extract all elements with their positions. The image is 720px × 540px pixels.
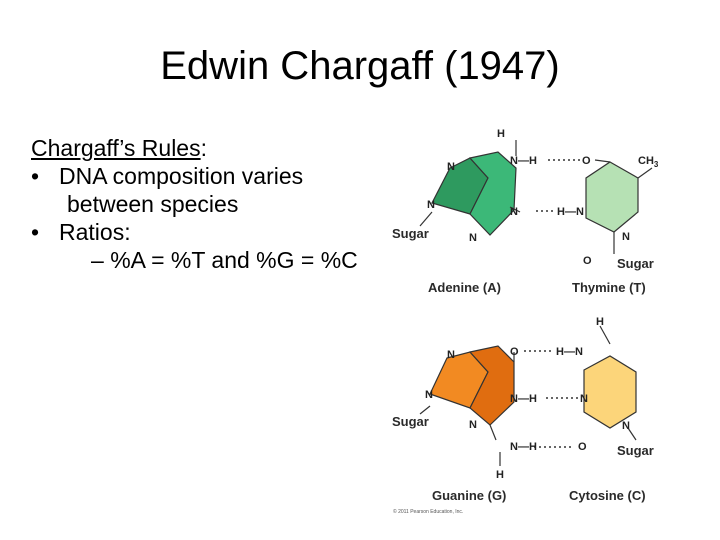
- atom-n: N: [580, 393, 588, 405]
- atom-n: N: [447, 161, 455, 173]
- rules-heading: Chargaff’s Rules: [31, 135, 201, 161]
- adenine-pyrimidine-ring: [468, 151, 517, 236]
- guanine-label: Guanine (G): [432, 488, 506, 503]
- at-hydrogen-bonds: [536, 159, 580, 212]
- sugar-label: Sugar: [392, 226, 429, 241]
- bullet-marker: •: [31, 219, 40, 245]
- subbullet-text: %A = %T and %G = %C: [110, 247, 358, 273]
- bullet-composition: • DNA composition varies: [31, 162, 411, 190]
- subbullet-ratios: – %A = %T and %G = %C: [31, 246, 411, 274]
- atom-ch3: CH3: [638, 155, 659, 169]
- rules-heading-line: Chargaff’s Rules:: [31, 134, 411, 162]
- cytosine-molecule: [583, 355, 637, 429]
- adenine-label: Adenine (A): [428, 280, 501, 295]
- sugar-label: Sugar: [617, 443, 654, 458]
- atom-o: O: [510, 346, 519, 358]
- cytosine-ring: [583, 355, 637, 429]
- sugar-label: Sugar: [617, 256, 654, 271]
- atom-nh: N—H: [510, 155, 537, 167]
- thymine-ring: [585, 161, 639, 233]
- atom-o: O: [582, 155, 591, 167]
- thymine-label: Thymine (T): [572, 280, 646, 295]
- cytosine-label: Cytosine (C): [569, 488, 646, 503]
- adenine-molecule: [431, 151, 517, 236]
- slide-body: Chargaff’s Rules: • DNA composition vari…: [31, 134, 411, 274]
- bullet-marker: •: [31, 163, 40, 189]
- bullet-text: Ratios:: [59, 219, 131, 245]
- atom-n: N: [622, 231, 630, 243]
- atom-h: H: [596, 316, 604, 328]
- subbullet-marker: –: [91, 247, 104, 273]
- guanine-pyrimidine-ring: [468, 345, 515, 426]
- atom-n: N: [469, 419, 477, 431]
- atom-n: N: [425, 389, 433, 401]
- bullet-continuation: between species: [67, 191, 239, 217]
- rules-heading-colon: :: [200, 135, 207, 161]
- bullet-text: DNA composition varies: [59, 163, 304, 189]
- gc-hydrogen-bonds: [524, 350, 578, 448]
- thymine-molecule: [585, 161, 639, 233]
- copyright-notice: © 2011 Pearson Education, Inc.: [393, 508, 463, 515]
- at-bonds: [419, 140, 653, 254]
- atom-o: O: [583, 255, 592, 267]
- atom-o: O: [578, 441, 587, 453]
- atom-nh: N—H: [510, 441, 537, 453]
- atom-n: N: [427, 199, 435, 211]
- gc-bonds: [419, 325, 637, 466]
- atom-nh: N—H: [510, 393, 537, 405]
- bullet-ratios: • Ratios:: [31, 218, 411, 246]
- slide-title: Edwin Chargaff (1947): [160, 44, 560, 88]
- atom-n: N: [469, 232, 477, 244]
- atom-h: H: [497, 128, 505, 140]
- guanine-molecule: [429, 345, 515, 426]
- atom-hn: H—N: [556, 346, 583, 358]
- atom-n: N: [447, 349, 455, 361]
- atom-n: N: [622, 420, 630, 432]
- atom-n: N: [510, 206, 518, 218]
- atom-h: H: [496, 469, 504, 481]
- atom-hn: H—N: [557, 206, 584, 218]
- sugar-label: Sugar: [392, 414, 429, 429]
